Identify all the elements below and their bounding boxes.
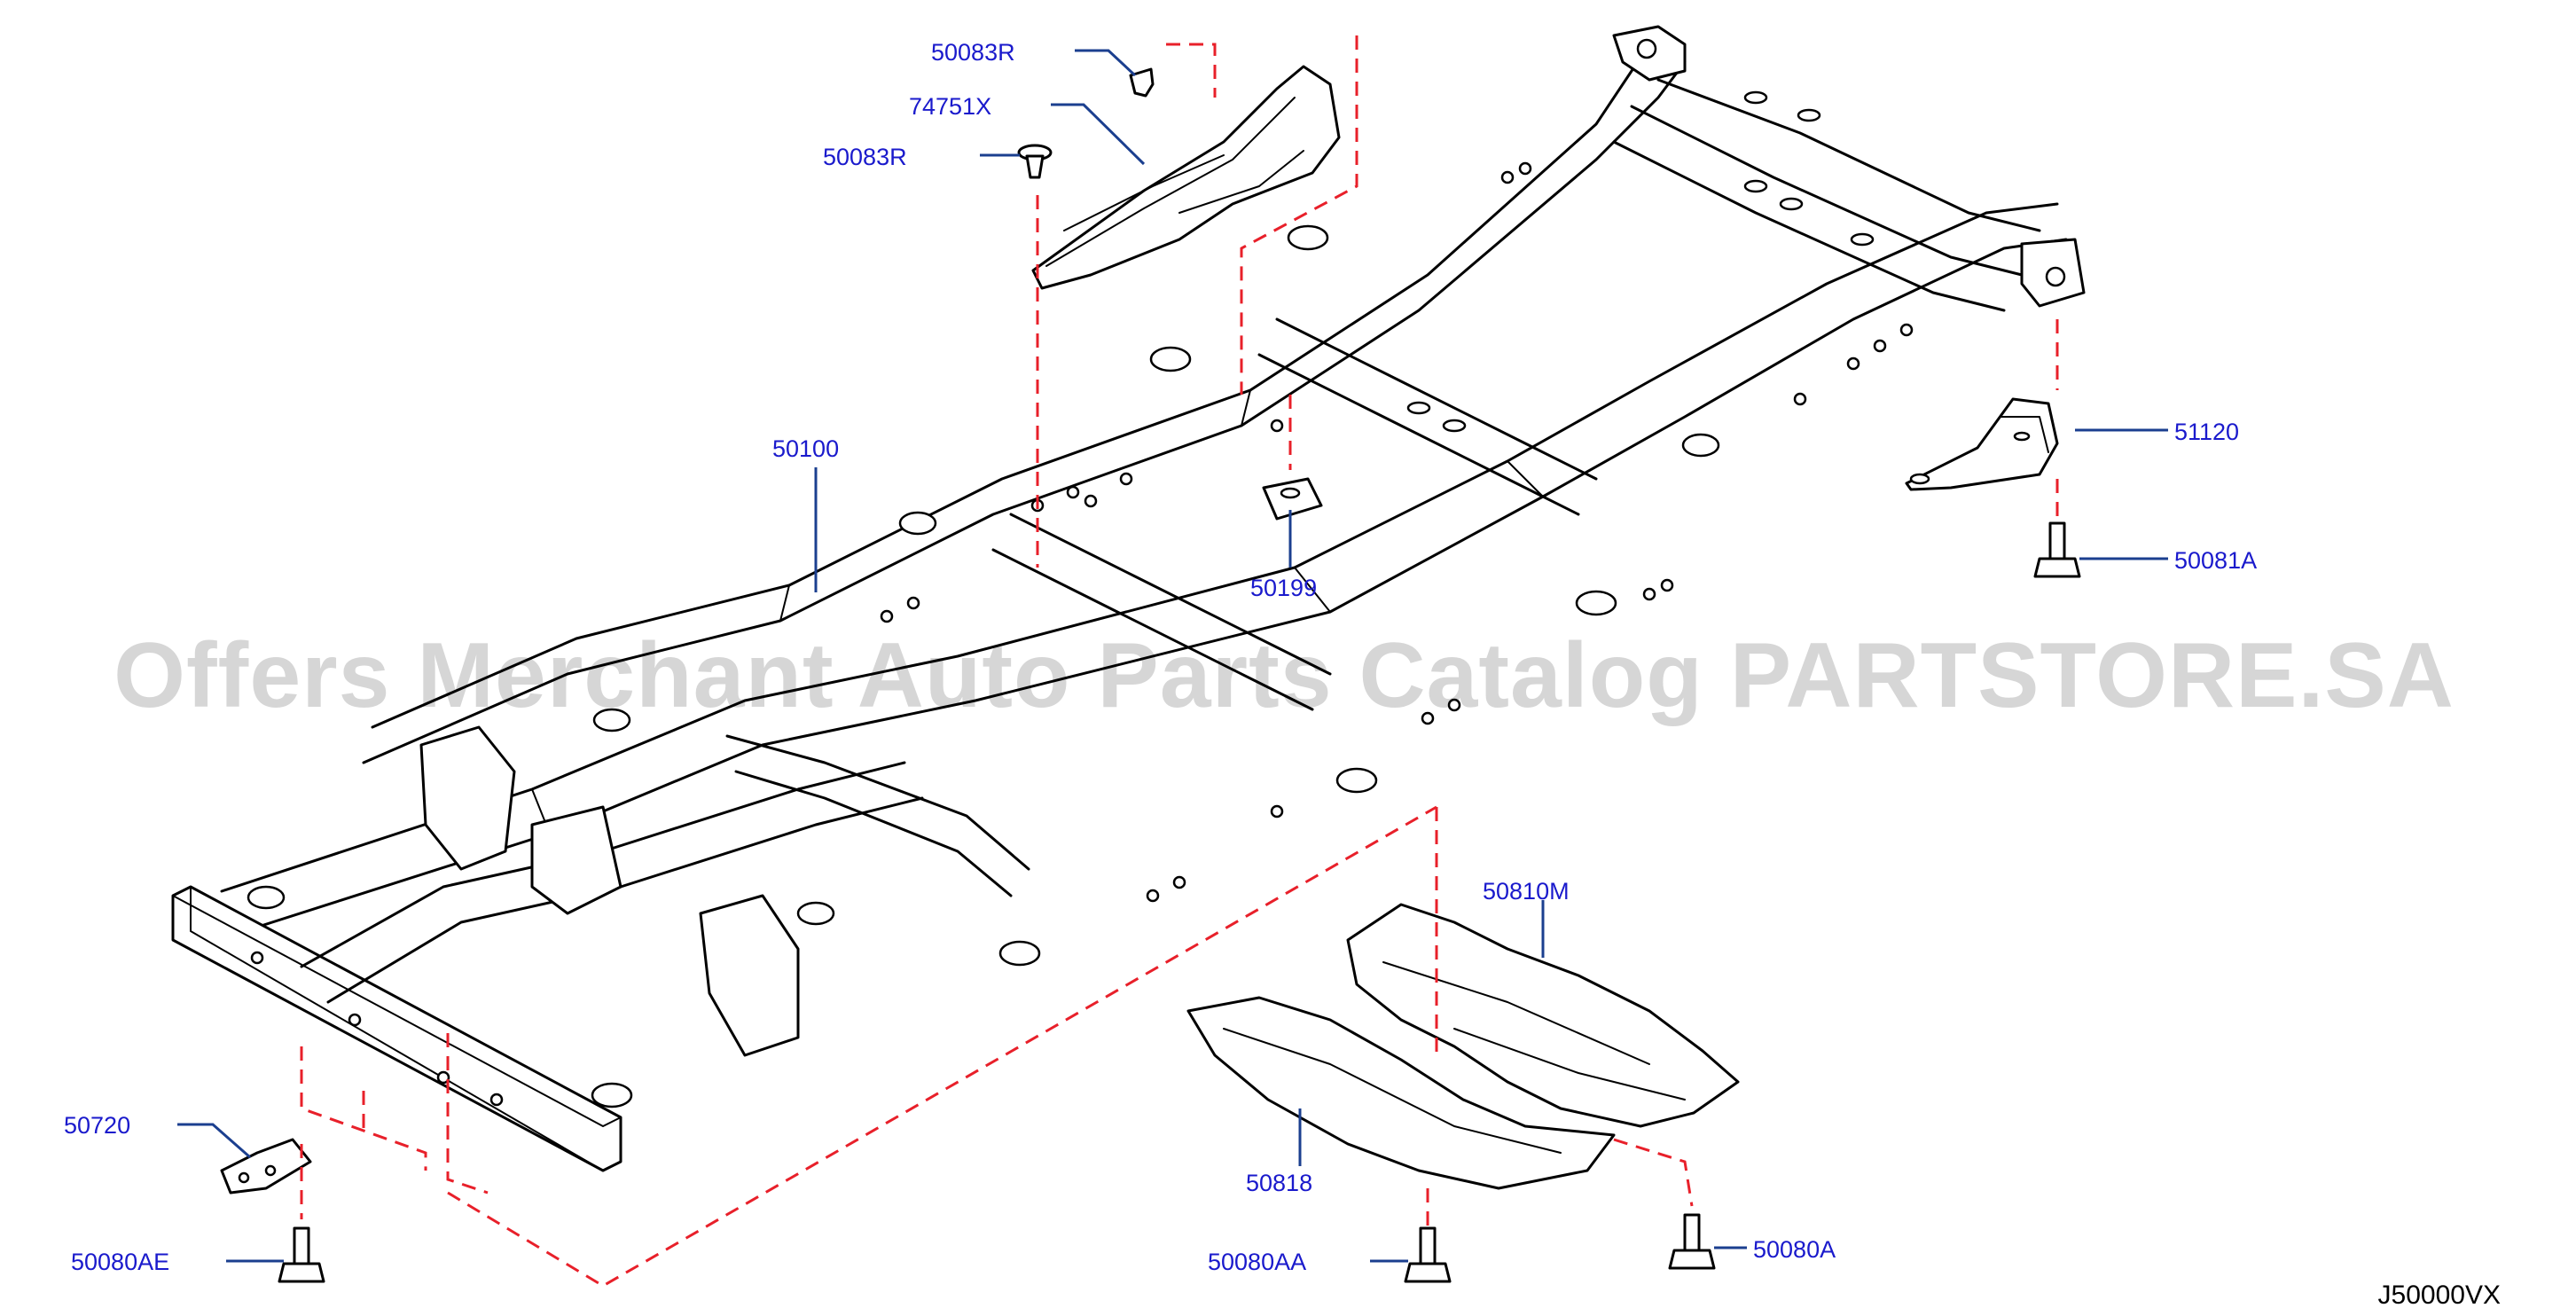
heat-insulator-drawing: [1031, 65, 1341, 290]
callout-50818[interactable]: 50818: [1246, 1170, 1312, 1196]
callout-50080a[interactable]: 50080A: [1753, 1236, 1836, 1263]
undercover-50810m-drawing: [1346, 903, 1740, 1128]
bolt-50080a-drawing: [1668, 1213, 1716, 1270]
callout-50081a[interactable]: 50081A: [2174, 547, 2257, 574]
bolt-50080ae-drawing: [278, 1226, 325, 1283]
insulator-50199-drawing: [1262, 477, 1323, 521]
undercover-50818-drawing: [1186, 996, 1616, 1190]
callout-74751x[interactable]: 74751X: [909, 93, 991, 120]
callout-50080aa[interactable]: 50080AA: [1208, 1249, 1306, 1275]
callout-50810m[interactable]: 50810M: [1483, 878, 1570, 905]
callout-50199[interactable]: 50199: [1250, 575, 1317, 601]
reference-dashed-lines: [300, 35, 2059, 1288]
callout-50080ae[interactable]: 50080AE: [71, 1249, 169, 1275]
callout-50083r-upper[interactable]: 50083R: [931, 39, 1015, 66]
bracket-51120-drawing: [1905, 397, 2059, 491]
leader-lines: [177, 49, 2168, 1263]
callout-50100[interactable]: 50100: [772, 435, 839, 462]
clip-upper-drawing: [1129, 67, 1155, 98]
callout-51120[interactable]: 51120: [2174, 419, 2239, 445]
main-frame-drawing: [171, 25, 2086, 1172]
bolt-50081a-drawing: [2033, 521, 2081, 578]
diagram-code: J50000VX: [2378, 1281, 2501, 1310]
bolt-50080aa-drawing: [1404, 1226, 1452, 1283]
callout-50083r-lower[interactable]: 50083R: [823, 144, 907, 170]
bracket-50720-drawing: [220, 1138, 312, 1195]
callout-50720[interactable]: 50720: [64, 1112, 130, 1139]
clip-lower-drawing: [1017, 144, 1053, 179]
watermark-text: Offers Merchant Auto Parts Catalog PARTS…: [114, 624, 2455, 727]
